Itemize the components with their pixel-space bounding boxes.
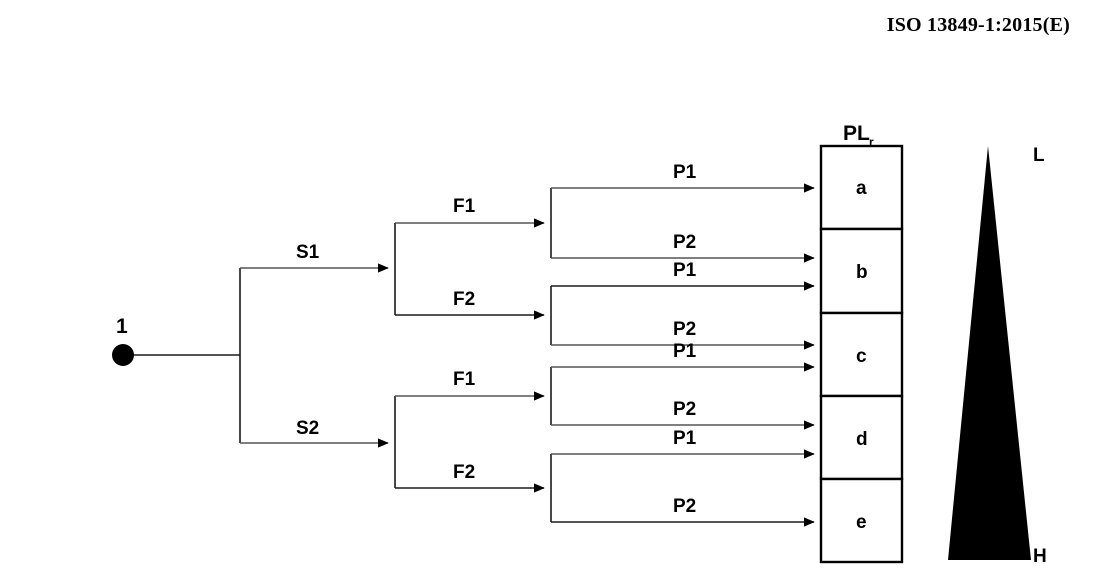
- performance-level-column: PL r a b c d e: [819, 122, 904, 564]
- frequency-label-s1-f2: F2: [453, 289, 475, 310]
- performance-level-label-a: a: [856, 178, 867, 199]
- probability-label-s2f1-p2: P2: [673, 399, 696, 420]
- probability-branch-group-s2f2: P1 P2: [550, 428, 815, 527]
- performance-level-box-c[interactable]: [819, 311, 904, 398]
- performance-level-box-d[interactable]: [819, 394, 904, 481]
- risk-scale-label-low: L: [1033, 145, 1045, 166]
- probability-label-s2f2-p2: P2: [673, 496, 696, 517]
- performance-level-label-d: d: [856, 429, 868, 450]
- severity-branch-group: S1 S2: [239, 242, 389, 448]
- severity-label-s2: S2: [296, 418, 319, 439]
- risk-scale-label-high: H: [1033, 546, 1047, 567]
- frequency-label-s1-f1: F1: [453, 196, 476, 217]
- frequency-label-s2-f1: F1: [453, 369, 476, 390]
- probability-label-s1f2-p1: P1: [673, 260, 697, 281]
- standard-reference-header: ISO 13849-1:2015(E): [886, 14, 1070, 36]
- performance-level-box-e[interactable]: [819, 477, 904, 564]
- probability-branch-group-s1f1: P1 P2: [550, 162, 815, 263]
- probability-branch-group-s2f1: P1 P2: [550, 341, 815, 430]
- risk-scale-triangle: [948, 146, 1031, 560]
- start-node-dot: [112, 344, 134, 366]
- performance-level-title-subscript: r: [869, 135, 874, 149]
- probability-branch-group-s1f2: P1 P2: [550, 260, 815, 350]
- performance-level-label-e: e: [856, 512, 867, 533]
- frequency-branch-group-upper: F1 F2: [394, 196, 545, 320]
- probability-label-s1f1-p2: P2: [673, 232, 696, 253]
- probability-label-s1f1-p1: P1: [673, 162, 697, 183]
- frequency-branch-group-lower: F1 F2: [394, 369, 545, 493]
- start-node-label: 1: [116, 315, 128, 338]
- performance-level-title: PL: [843, 122, 870, 145]
- frequency-label-s2-f2: F2: [453, 462, 475, 483]
- risk-scale-group: L H: [948, 145, 1047, 567]
- performance-level-label-b: b: [856, 262, 868, 283]
- performance-level-box-a[interactable]: [819, 144, 904, 231]
- performance-level-box-b[interactable]: [819, 227, 904, 315]
- probability-label-s1f2-p2: P2: [673, 319, 696, 340]
- performance-level-label-c: c: [856, 346, 867, 367]
- probability-label-s2f1-p1: P1: [673, 341, 697, 362]
- probability-label-s2f2-p1: P1: [673, 428, 697, 449]
- severity-label-s1: S1: [296, 242, 320, 263]
- start-node-group: 1: [112, 315, 240, 366]
